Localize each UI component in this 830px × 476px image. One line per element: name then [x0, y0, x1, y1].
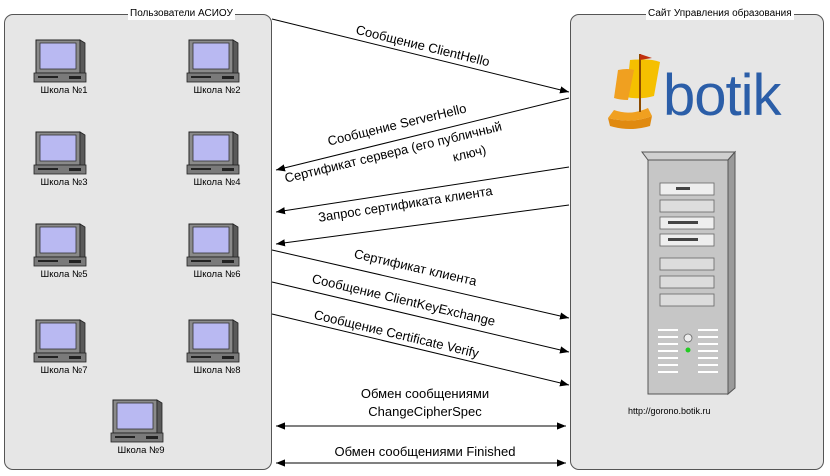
school-label: Школа №5 [40, 269, 88, 280]
school-label: Школа №4 [193, 177, 241, 188]
school-label: Школа №7 [40, 365, 88, 376]
arrow-certificate-request-2 [275, 204, 570, 247]
arrow-client-key-exchange [271, 281, 570, 354]
arrow-client-hello [271, 18, 570, 94]
server-site-title: Сайт Управления образования [646, 8, 794, 20]
school-label: Школа №9 [117, 445, 165, 456]
botik-logo-text: botik [663, 63, 782, 128]
botik-ship-logo [608, 54, 660, 129]
arrow-client-certificate [271, 249, 570, 320]
school-label: Школа №8 [193, 365, 241, 376]
users-group-title: Пользователи АСИОУ [128, 8, 235, 20]
computer-school-6: Школа №6 [178, 222, 256, 282]
computer-school-4: Школа №4 [178, 130, 256, 190]
label-change-cipher-line2: ChangeCipherSpec [368, 404, 482, 419]
school-label: Школа №3 [40, 177, 88, 188]
computer-school-8: Школа №8 [178, 318, 256, 378]
computer-school-1: Школа №1 [25, 38, 103, 98]
label-change-cipher-line1: Обмен сообщениями [360, 386, 490, 401]
server-url: http://gorono.botik.ru [628, 406, 711, 416]
computer-school-5: Школа №5 [25, 222, 103, 282]
school-label: Школа №6 [193, 269, 241, 280]
arrow-server-certificate [275, 97, 570, 172]
computer-school-3: Школа №3 [25, 130, 103, 190]
arrow-certificate-request [275, 166, 570, 215]
label-finished: Обмен сообщениями Finished [334, 444, 516, 459]
computer-school-2: Школа №2 [178, 38, 256, 98]
school-label: Школа №2 [193, 85, 241, 96]
computer-school-7: Школа №7 [25, 318, 103, 378]
computer-school-9: Школа №9 [102, 398, 180, 458]
arrow-certificate-verify [271, 313, 570, 387]
server-icon [641, 150, 737, 396]
school-label: Школа №1 [40, 85, 88, 96]
